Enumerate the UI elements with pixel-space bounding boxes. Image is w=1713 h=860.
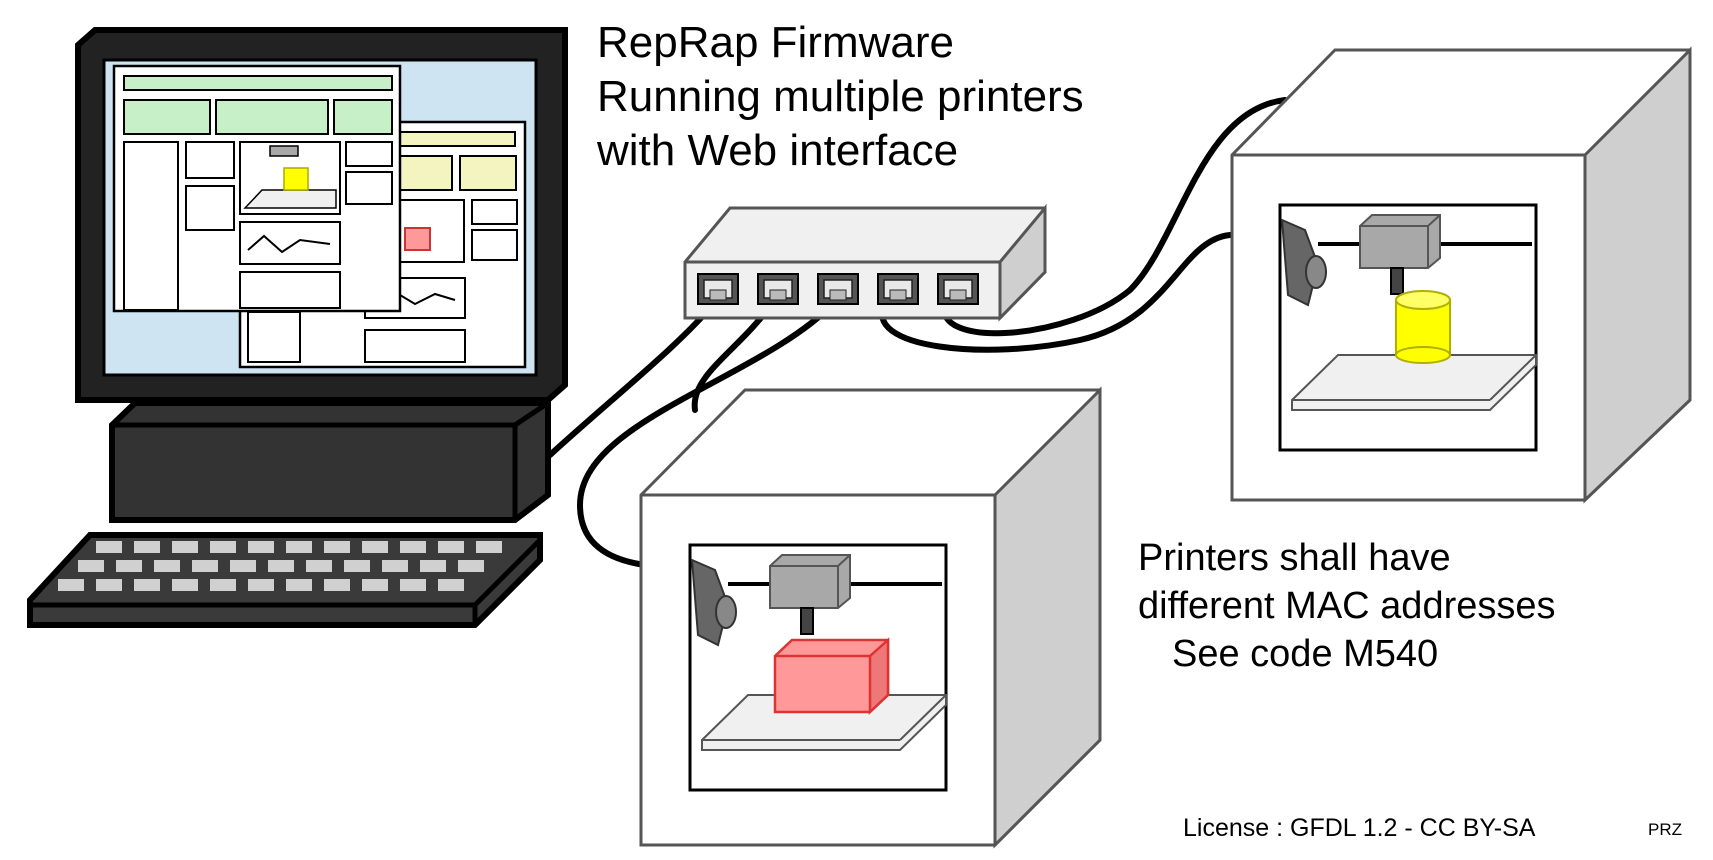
keyboard-key xyxy=(458,560,484,572)
keyboard-key xyxy=(134,579,160,591)
cable-switch-to-printer-right-a xyxy=(879,232,1233,353)
keyboard-key xyxy=(154,560,180,572)
keyboard-key xyxy=(172,579,198,591)
keyboard-key xyxy=(324,579,350,591)
keyboard-key xyxy=(134,541,160,553)
keyboard-key xyxy=(96,541,122,553)
author-credit: PRZ xyxy=(1648,820,1682,839)
ethernet-port-icon xyxy=(757,273,799,305)
keyboard-key xyxy=(116,560,142,572)
browser-window-front xyxy=(112,64,402,313)
keyboard-keys xyxy=(58,541,502,591)
keyboard-key xyxy=(400,541,426,553)
keyboard-key xyxy=(172,541,198,553)
title-line-2: Running multiple printers xyxy=(597,72,1084,121)
cable-switch-to-printer-front-b xyxy=(576,299,838,568)
note-line-1: Printers shall have xyxy=(1138,537,1451,579)
ethernet-port-icon xyxy=(877,273,919,305)
desktop-computer-icon xyxy=(27,27,568,628)
3d-printer-icon xyxy=(639,386,1102,849)
keyboard xyxy=(27,532,543,628)
ethernet-port-icon xyxy=(697,273,739,305)
keyboard-key xyxy=(438,541,464,553)
note-line-2: different MAC addresses xyxy=(1138,585,1556,627)
keyboard-key xyxy=(248,541,274,553)
keyboard-key xyxy=(248,579,274,591)
keyboard-key xyxy=(286,579,312,591)
ethernet-port-icon xyxy=(937,273,979,305)
keyboard-key xyxy=(306,560,332,572)
keyboard-key xyxy=(400,579,426,591)
keyboard-key xyxy=(286,541,312,553)
keyboard-key xyxy=(268,560,294,572)
3d-printer-icon xyxy=(1230,46,1692,504)
cable-switch-to-printer-right-b xyxy=(940,97,1288,337)
license-text: License : GFDL 1.2 - CC BY-SA xyxy=(1183,814,1536,842)
keyboard-key xyxy=(420,560,446,572)
computer-base xyxy=(109,400,551,523)
keyboard-key xyxy=(210,541,236,553)
keyboard-key xyxy=(230,560,256,572)
keyboard-key xyxy=(192,560,218,572)
title-line-1: RepRap Firmware xyxy=(597,18,954,67)
keyboard-key xyxy=(438,579,464,591)
keyboard-key xyxy=(58,579,84,591)
ethernet-port-icon xyxy=(817,273,859,305)
keyboard-key xyxy=(210,579,236,591)
switch-ports xyxy=(697,273,979,305)
keyboard-key xyxy=(362,541,388,553)
network-switch-icon xyxy=(683,203,1047,322)
keyboard-key xyxy=(362,579,388,591)
keyboard-key xyxy=(476,541,502,553)
keyboard-key xyxy=(324,541,350,553)
keyboard-key xyxy=(382,560,408,572)
keyboard-key xyxy=(344,560,370,572)
note-line-3: See code M540 xyxy=(1172,633,1439,675)
keyboard-key xyxy=(96,579,122,591)
title-line-3: with Web interface xyxy=(597,126,959,175)
keyboard-key xyxy=(78,560,104,572)
